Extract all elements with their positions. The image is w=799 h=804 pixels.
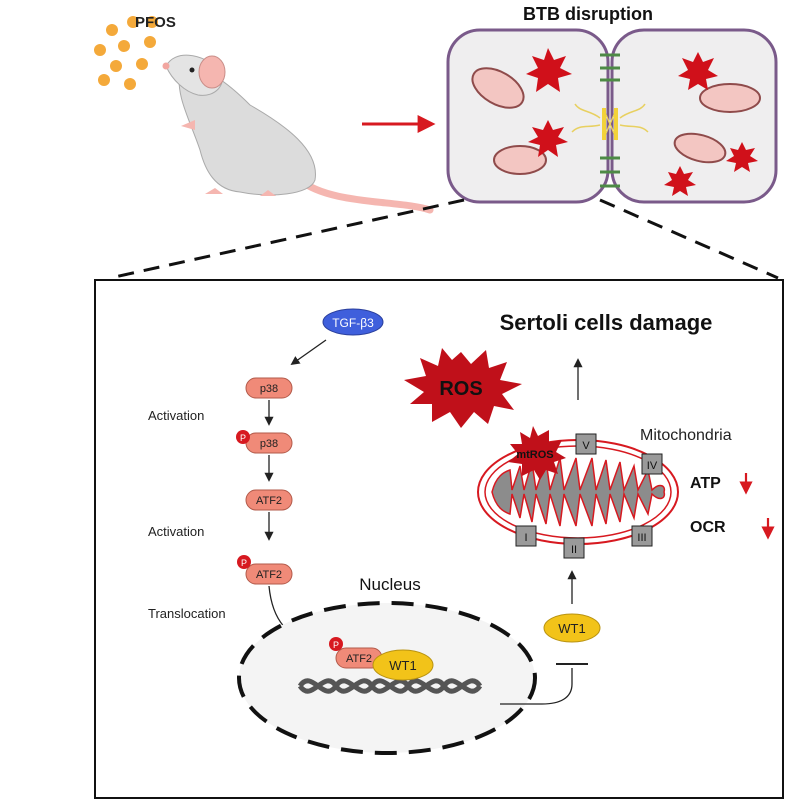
tgf-to-p38-arrow — [290, 339, 327, 366]
atf2-phospho-mark — [237, 555, 251, 569]
nuclear-atf2-label: ATF2 — [346, 653, 372, 665]
nucleus-label: Nucleus — [359, 575, 420, 594]
rat-image — [162, 54, 434, 214]
nuclear-atf2-phospho-letter: P — [333, 640, 339, 650]
mtros-burst — [508, 426, 566, 480]
p38-label: p38 — [260, 383, 278, 395]
wt1-expression-line — [500, 668, 573, 705]
btb-ros-stars — [526, 48, 758, 196]
wt1-node — [543, 613, 601, 643]
activation-label-1: Activation — [148, 408, 204, 423]
mtros-label: mtROS — [516, 449, 553, 461]
zoom-line-right — [599, 198, 779, 280]
complex-i-label: I — [524, 532, 527, 544]
nuclear-wt1-label: WT1 — [389, 658, 416, 673]
nuclear-wt1-node — [372, 649, 434, 681]
atf2-phospho-label: ATF2 — [256, 569, 282, 581]
wt1-label: WT1 — [558, 621, 585, 636]
dna-helix — [297, 678, 483, 694]
activation-label-2: Activation — [148, 524, 204, 539]
pfos-particles — [94, 16, 158, 90]
atf2-phospho-letter: P — [241, 558, 247, 568]
tgf-beta3-node — [322, 308, 384, 336]
pfos-label: PFOS — [135, 14, 176, 31]
atp-label: ATP — [690, 475, 721, 492]
mitochondria-label: Mitochondria — [640, 427, 732, 444]
p38-phospho-letter: P — [240, 433, 246, 443]
ros-burst — [404, 348, 522, 428]
complex-v-label: V — [582, 440, 590, 452]
btb-title: BTB disruption — [523, 4, 653, 24]
complex-iii-label: III — [637, 532, 646, 544]
ocr-label: OCR — [690, 519, 726, 536]
zoom-line-left — [109, 198, 465, 280]
complex-boxes — [515, 433, 663, 559]
btb-mitochondria — [471, 67, 761, 175]
translocation-label: Translocation — [148, 606, 226, 621]
atf2-label: ATF2 — [256, 495, 282, 507]
complex-iv-label: IV — [647, 460, 658, 472]
btb-cells — [446, 28, 778, 204]
p38-phospho-mark — [236, 430, 250, 444]
atf2-node — [245, 489, 293, 511]
tgf-beta3-label: TGF-β3 — [332, 316, 374, 330]
complex-ii-label: II — [571, 544, 577, 556]
p38-phospho-label: p38 — [260, 438, 278, 450]
atf2-phospho-node — [245, 563, 293, 585]
ros-label: ROS — [439, 378, 482, 400]
sertoli-damage-title: Sertoli cells damage — [500, 310, 713, 335]
nuclear-atf2-phospho-mark — [329, 637, 343, 651]
p38-node — [245, 377, 293, 399]
